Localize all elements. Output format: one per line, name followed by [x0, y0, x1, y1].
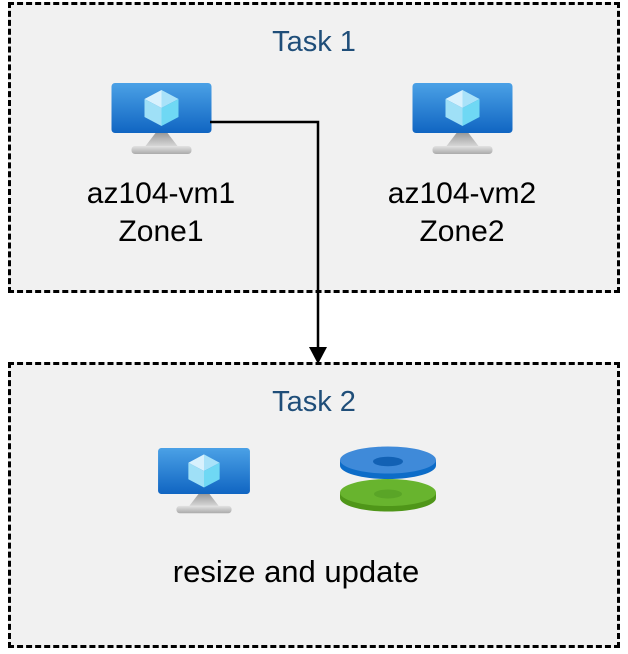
task2-caption: resize and update — [172, 554, 420, 589]
vm-name-label: az104-vm1 — [86, 177, 236, 210]
vm-group-az104-vm2: az104-vm2 Zone2 — [342, 83, 582, 251]
vm-zone-label: Zone2 — [419, 215, 505, 248]
managed-disks-icon — [338, 445, 438, 515]
vm-zone-label: Zone1 — [118, 215, 204, 248]
virtual-machine-icon — [158, 448, 250, 516]
task1-title: Task 1 — [272, 26, 356, 58]
vm-label: az104-vm1 Zone1 — [87, 175, 235, 251]
task2-title: Task 2 — [272, 386, 356, 418]
task2-box: Task 2 — [8, 362, 620, 648]
virtual-machine-icon — [111, 83, 212, 157]
vm-group-az104-vm1: az104-vm1 Zone1 — [41, 83, 281, 251]
vm-name-label: az104-vm2 — [387, 177, 537, 210]
task2-vm-group — [84, 448, 324, 516]
disks-icon-wrap — [338, 445, 438, 520]
vm-label: az104-vm2 Zone2 — [388, 175, 536, 251]
virtual-machine-icon — [412, 83, 513, 157]
